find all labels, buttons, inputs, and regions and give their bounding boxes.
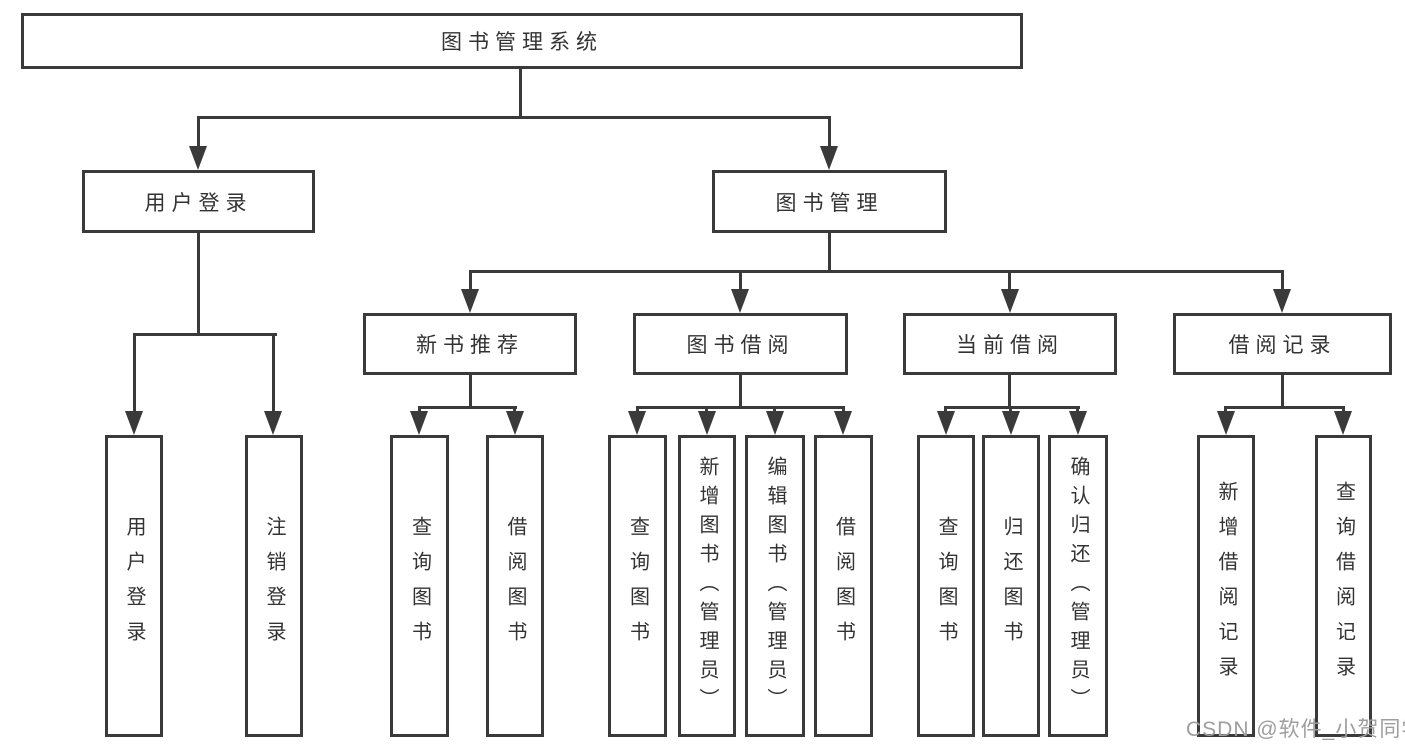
edge-line [773,406,776,415]
leaf-label: 用户登录 [123,516,145,656]
arrowhead-down [461,289,479,313]
arrowhead-down [937,411,955,435]
node-label: 新书推荐 [416,334,524,357]
leaf-query-borrow-record: 查询借阅记录 [1315,435,1372,737]
edge-line [842,406,845,415]
leaf-label: 新增借阅记录 [1215,481,1237,691]
edge-line [739,375,742,408]
edge-line [513,406,516,415]
edge-line [1008,270,1011,292]
arrowhead-down [1217,411,1235,435]
arrowhead-down [410,411,428,435]
node-library-management-system: 图书管理系统 [21,13,1023,69]
arrowhead-down [628,411,646,435]
edge-line [1224,406,1345,409]
arrowhead-down [1002,411,1020,435]
edge-line [828,233,831,273]
arrowhead-down [834,411,852,435]
edge-line [1224,406,1227,415]
leaf-borrow-books-recommend: 借阅图书 [486,435,544,737]
edge-line [469,375,472,408]
leaf-user-login: 用户登录 [105,435,163,737]
leaf-label: 查询借阅记录 [1332,481,1355,691]
leaf-label: 查询图书 [935,516,957,656]
edge-line [272,333,275,415]
leaf-query-books-current: 查询图书 [917,435,975,737]
arrowhead-down [698,411,716,435]
leaf-label: 归还图书 [1000,516,1022,656]
node-current-borrowing: 当前借阅 [903,313,1117,375]
edge-line [133,333,136,415]
edge-line [636,406,639,415]
leaf-edit-books-admin: 编辑图书（管理员） [745,435,805,737]
node-book-management: 图书管理 [712,170,947,233]
edge-line [197,233,200,336]
node-new-book-recommendation: 新书推荐 [363,313,577,375]
arrowhead-down [731,289,749,313]
arrowhead-down [1273,289,1291,313]
node-book-borrowing: 图书借阅 [633,313,848,375]
edge-line [469,270,1284,273]
leaf-logout: 注销登录 [245,435,303,737]
edge-line [197,116,200,150]
leaf-query-books-borrowing: 查询图书 [608,435,667,737]
leaf-return-books: 归还图书 [982,435,1040,737]
edge-line [1281,375,1284,408]
edge-line [739,270,742,292]
edge-line [944,406,1080,409]
edge-line [1342,406,1345,415]
leaf-label: 注销登录 [263,516,285,656]
node-label: 图书借阅 [686,334,795,357]
node-user-login: 用户登录 [82,170,315,233]
edge-line [636,406,845,409]
arrowhead-down [766,411,784,435]
arrowhead-down [820,146,838,170]
leaf-label: 查询图书 [626,516,649,656]
edge-line [1008,375,1011,408]
leaf-label: 查询图书 [408,516,431,656]
node-label: 当前借阅 [956,334,1064,357]
arrowhead-down [1001,289,1019,313]
arrowhead-down [1334,411,1352,435]
arrowhead-down [506,411,524,435]
leaf-add-borrow-record: 新增借阅记录 [1197,435,1255,737]
edge-line [828,116,831,150]
edge-line [418,406,517,409]
node-label: 借阅记录 [1228,334,1337,357]
edge-line [418,406,421,415]
leaf-add-books-admin: 新增图书（管理员） [678,435,736,737]
leaf-label: 确认归还（管理员） [1067,455,1089,717]
leaf-label: 借阅图书 [832,516,855,656]
leaf-confirm-return-admin: 确认归还（管理员） [1048,435,1108,737]
leaf-label: 编辑图书（管理员） [764,455,786,717]
leaf-label: 借阅图书 [504,516,526,656]
arrowhead-down [264,411,282,435]
leaf-borrow-books: 借阅图书 [814,435,873,737]
edge-line [705,406,708,415]
csdn-watermark: CSDN @软件_小贺同学 [1186,718,1405,741]
edge-line [1281,270,1284,292]
edge-line [469,270,472,292]
node-label: 用户登录 [144,191,253,215]
edge-line [519,68,522,119]
arrowhead-down [189,146,207,170]
node-label: 图书管理系统 [441,31,603,54]
leaf-label: 新增图书（管理员） [696,455,718,717]
arrowhead-down [1069,411,1087,435]
arrowhead-down [125,411,143,435]
leaf-query-books-recommend: 查询图书 [390,435,449,737]
edge-line [944,406,947,415]
node-borrowing-records: 借阅记录 [1173,313,1392,375]
node-label: 图书管理 [775,191,884,215]
edge-line [133,333,277,336]
edge-line [1009,406,1012,415]
edge-line [1076,406,1079,415]
edge-line [197,116,831,119]
